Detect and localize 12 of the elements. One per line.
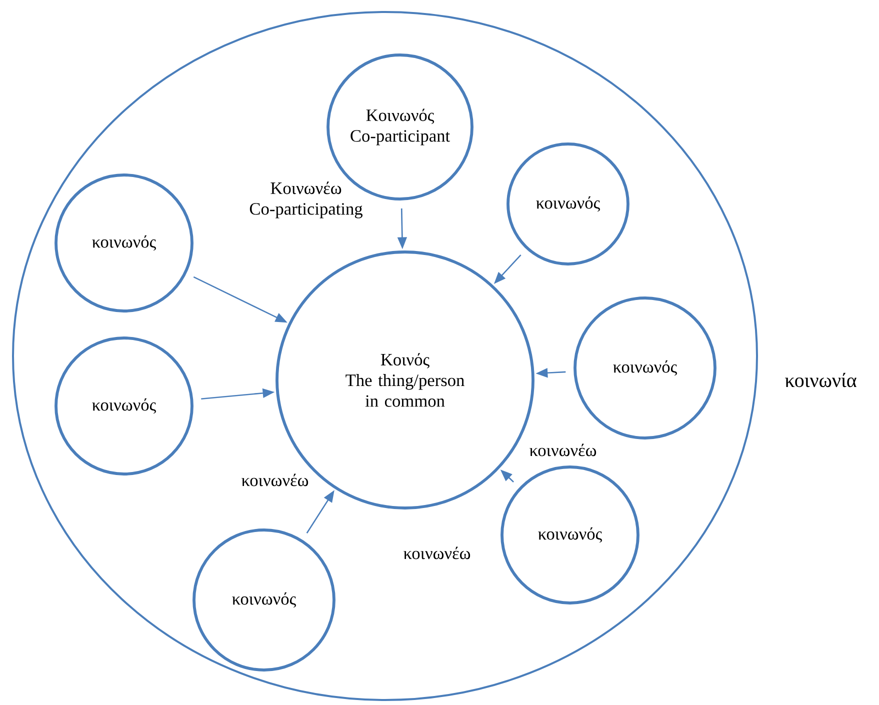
relation-label: κοινωνέω bbox=[404, 546, 470, 560]
circle-node: κοινωνός bbox=[506, 142, 630, 266]
circle-node: κοινωνός bbox=[54, 174, 194, 312]
circle-node: κοινωνός bbox=[192, 528, 336, 672]
circle-node: κοινωνός bbox=[500, 466, 640, 604]
circle-label: κοινωνία bbox=[785, 372, 856, 388]
enclosing-circle bbox=[12, 11, 758, 701]
edge-label: Κοινωνέω Co-participating bbox=[250, 182, 362, 218]
circle-node: κοινωνός bbox=[54, 336, 194, 476]
edge-label: κοινωνέω bbox=[530, 444, 596, 456]
circle-node: κοινωνός bbox=[574, 296, 716, 440]
edge-label: κοινωνέω bbox=[242, 474, 308, 486]
